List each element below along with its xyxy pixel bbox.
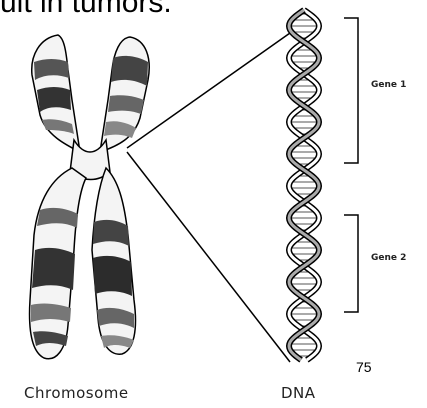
gene-1-bracket <box>344 18 358 163</box>
chromosome-band <box>32 248 75 290</box>
zoom-line-bottom <box>127 152 290 362</box>
dna-label: DNA <box>281 384 316 402</box>
chromosome-band <box>93 256 132 296</box>
chromosome-illustration <box>30 33 290 362</box>
zoom-line-top <box>127 33 290 148</box>
gene-2-label: Gene 2 <box>371 253 406 263</box>
gene-1-label: Gene 1 <box>371 80 406 90</box>
page-number: 75 <box>356 359 372 375</box>
gene-2-bracket <box>344 215 358 312</box>
dna-double-helix <box>289 10 319 360</box>
chromosome-label: Chromosome <box>24 384 129 402</box>
